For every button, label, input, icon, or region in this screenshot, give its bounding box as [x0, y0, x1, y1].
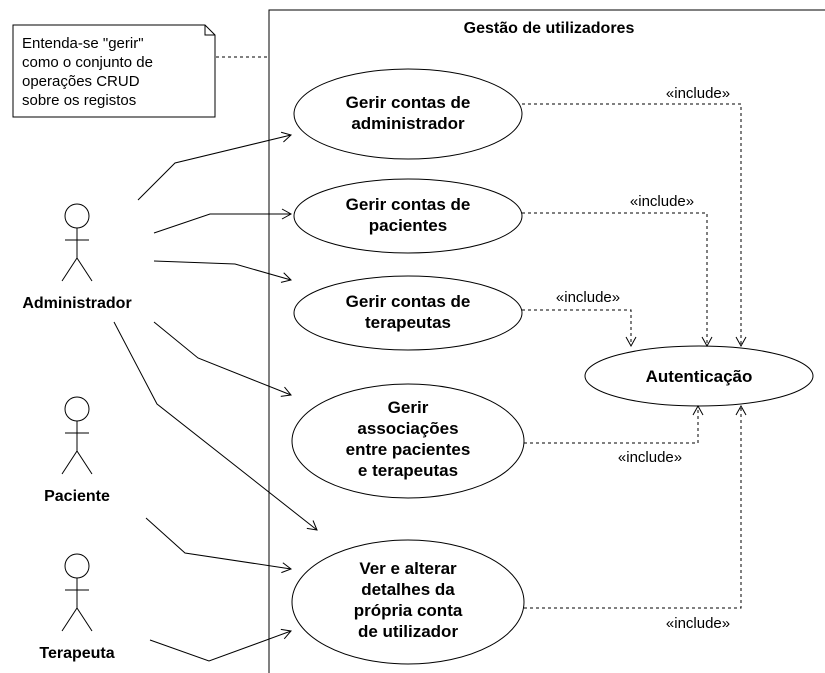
system-boundary — [268, 9, 825, 673]
association-admin-gerir-pacientes — [153, 208, 293, 234]
include-label-gerir-terapeutas: «include» — [556, 289, 620, 306]
uc-detalhes-line-2: detalhes da — [361, 580, 455, 599]
actor-label-paciente: Paciente — [44, 488, 110, 505]
note-line-3: operações CRUD — [22, 73, 140, 90]
uc-autenticacao-line-1: Autenticação — [646, 367, 753, 386]
include-gerir-associacoes-autenticacao — [524, 404, 704, 444]
uc-associacoes-line-3: entre pacientes — [346, 440, 471, 459]
uc-pacientes-line-2: pacientes — [369, 216, 447, 235]
include-gerir-pacientes-autenticacao — [522, 212, 713, 348]
use-case-ver-alterar-detalhes: Ver e alterar detalhes da própria conta … — [291, 539, 525, 665]
uc-admin-line-1: Gerir contas de — [346, 93, 471, 112]
note: Entenda-se "gerir" como o conjunto de op… — [12, 24, 216, 118]
include-label-gerir-associacoes: «include» — [618, 449, 682, 466]
include-label-gerir-pacientes: «include» — [630, 193, 694, 210]
include-gerir-admin-autenticacao — [522, 103, 747, 348]
uc-detalhes-line-1: Ver e alterar — [359, 559, 457, 578]
system-title: Gestão de utilizadores — [464, 20, 635, 37]
actor-administrador: Administrador — [22, 203, 132, 312]
uc-associacoes-line-1: Gerir — [388, 398, 429, 417]
include-gerir-terapeutas-autenticacao — [522, 309, 637, 348]
uc-associacoes-line-2: associações — [357, 419, 458, 438]
use-case-autenticacao: Autenticação — [584, 345, 814, 407]
uc-terapeutas-line-2: terapeutas — [365, 313, 451, 332]
actor-label-terapeuta: Terapeuta — [39, 645, 114, 662]
include-ver-detalhes-autenticacao — [524, 404, 747, 609]
use-case-gerir-contas-pacientes: Gerir contas de pacientes — [293, 178, 523, 254]
association-paciente-ver-detalhes — [145, 517, 293, 574]
note-line-1: Entenda-se "gerir" — [22, 35, 144, 52]
use-case-gerir-contas-terapeutas: Gerir contas de terapeutas — [293, 275, 523, 351]
note-line-2: como o conjunto de — [22, 54, 153, 71]
actor-paciente: Paciente — [44, 396, 110, 505]
association-admin-gerir-admin — [137, 131, 293, 201]
actor-terapeuta: Terapeuta — [39, 553, 115, 662]
uc-pacientes-line-1: Gerir contas de — [346, 195, 471, 214]
association-admin-ver-detalhes — [113, 321, 318, 531]
use-case-gerir-contas-administrador: Gerir contas de administrador — [293, 68, 523, 160]
note-line-4: sobre os registos — [22, 92, 136, 109]
uc-terapeutas-line-1: Gerir contas de — [346, 292, 471, 311]
actor-label-administrador: Administrador — [22, 295, 131, 312]
include-label-ver-detalhes: «include» — [666, 615, 730, 632]
uc-detalhes-line-4: de utilizador — [358, 622, 459, 641]
uc-admin-line-2: administrador — [351, 114, 465, 133]
uc-detalhes-line-3: própria conta — [354, 601, 463, 620]
association-terapeuta-ver-detalhes — [149, 628, 292, 662]
association-admin-gerir-associacoes — [153, 321, 292, 397]
include-label-gerir-admin: «include» — [666, 85, 730, 102]
uc-associacoes-line-4: e terapeutas — [358, 461, 458, 480]
use-case-gerir-associacoes: Gerir associações entre pacientes e tera… — [291, 383, 525, 499]
association-admin-gerir-terapeutas — [153, 260, 292, 283]
